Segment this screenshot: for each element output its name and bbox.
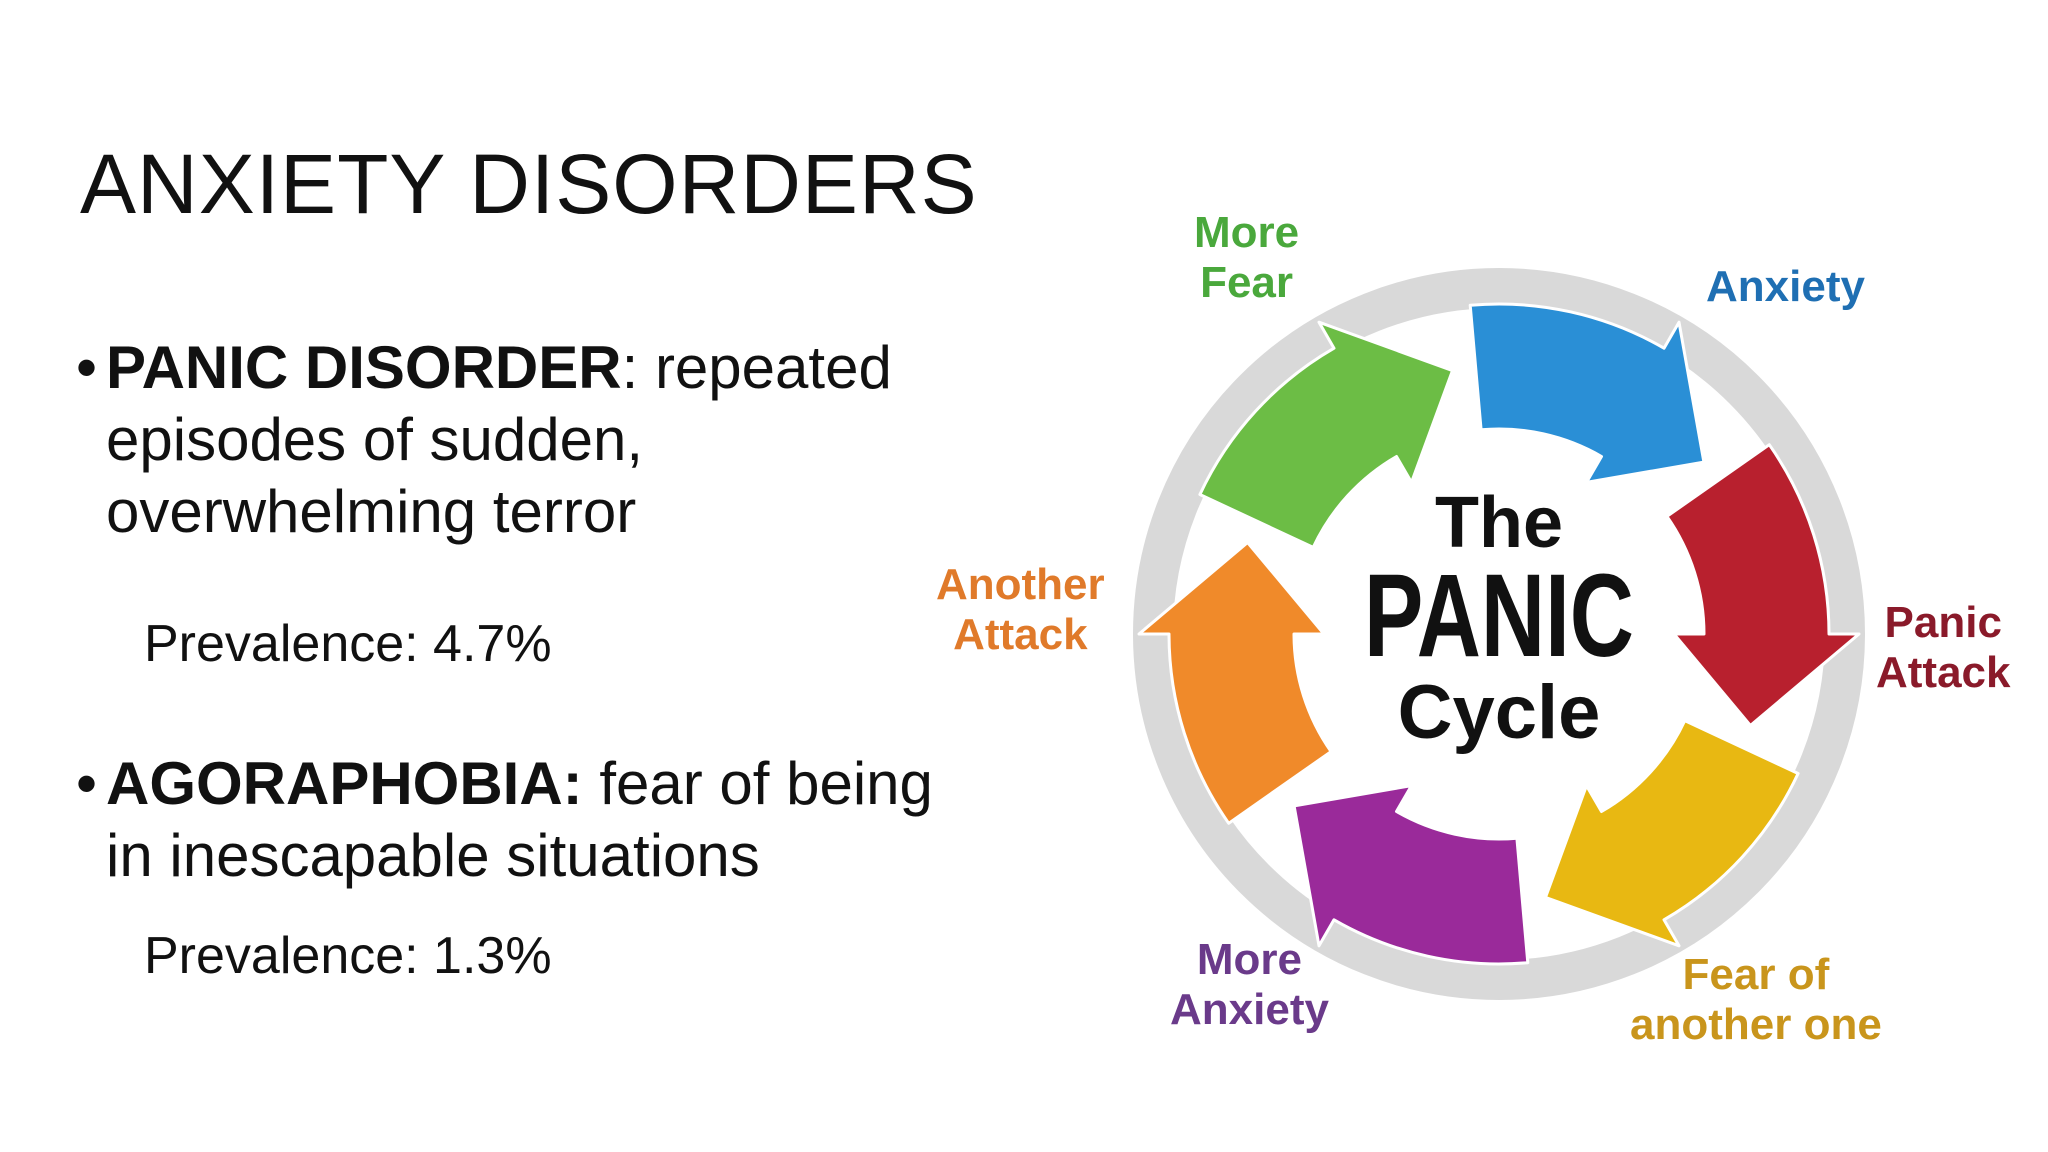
bullet-dot: • [76,334,98,401]
arrow-fear-of-another-one [1544,719,1800,948]
center-title-cycle: Cycle [1398,670,1601,755]
term-panic-disorder: PANIC DISORDER [106,334,622,401]
term-agoraphobia: AGORAPHOBIA: [106,750,583,817]
stage-label-another-attack: Another Attack [936,560,1105,659]
arrow-more-fear [1198,320,1454,549]
panic-cycle-graphic: The PANIC Cycle [1133,268,1865,1000]
arrow-more-anxiety [1292,784,1530,966]
bullet-agoraphobia: • AGORAPHOBIA: fear of being in inescapa… [76,748,976,892]
stage-label-panic-attack: Panic Attack [1876,598,2011,697]
prevalence-panic-disorder: Prevalence: 4.7% [144,615,552,673]
stage-label-anxiety: Anxiety [1706,262,1865,311]
stage-label-more-fear: More Fear [1194,208,1300,307]
cycle-arrows [1137,302,1861,966]
term-separator: : [621,334,639,401]
definition-agoraphobia: fear of being in inescapable situations [106,750,933,889]
bullet-body: AGORAPHOBIA: fear of being in inescapabl… [76,748,976,892]
stage-label-more-anxiety: More Anxiety [1170,935,1329,1034]
prevalence-agoraphobia: Prevalence: 1.3% [144,927,552,985]
panic-cycle-diagram: The PANIC Cycle More Fear Anxiety Panic … [936,190,2040,1110]
bullet-panic-disorder: • PANIC DISORDER: repeated episodes of s… [76,332,976,548]
bullet-dot: • [76,750,98,817]
arrow-another-attack [1137,541,1333,825]
arrow-panic-attack [1665,443,1861,727]
arrow-anxiety [1468,302,1706,484]
definition-panic-disorder: repeated episodes of sudden, overwhelmin… [106,334,892,545]
stage-label-fear-of-another-one: Fear of another one [1630,950,1882,1049]
slide-title: ANXIETY DISORDERS [80,137,978,231]
bullet-body: PANIC DISORDER: repeated episodes of sud… [76,332,976,548]
center-title-the: The [1435,483,1563,563]
center-title-panic: PANIC [1364,550,1634,682]
